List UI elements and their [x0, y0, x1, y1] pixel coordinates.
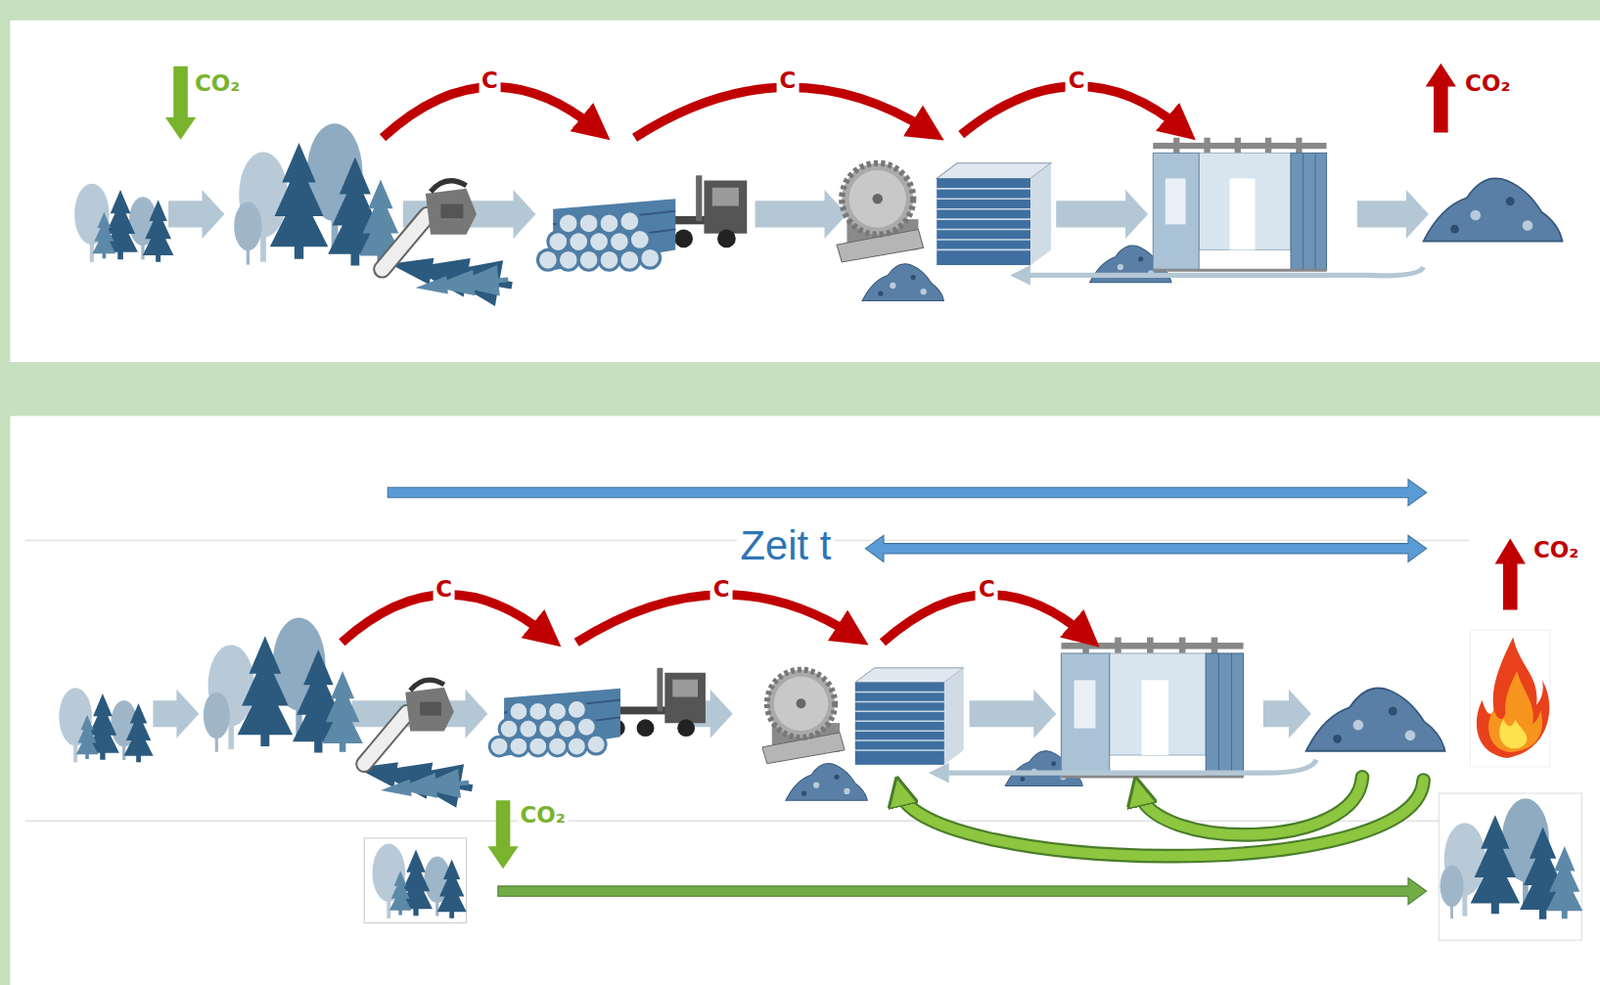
time-label: Zeit t: [737, 523, 835, 569]
co2-label: CO₂: [1462, 71, 1513, 96]
carbon-label: C: [478, 69, 502, 94]
carbon-label: C: [1065, 69, 1089, 94]
carbon-label: C: [710, 577, 733, 602]
co2-label: CO₂: [1530, 538, 1582, 563]
carbon-label: C: [975, 577, 999, 602]
carbon-label: C: [777, 69, 800, 94]
co2-label: CO₂: [191, 71, 243, 96]
co2-label: CO₂: [517, 804, 569, 829]
carbon-label: C: [432, 577, 456, 602]
